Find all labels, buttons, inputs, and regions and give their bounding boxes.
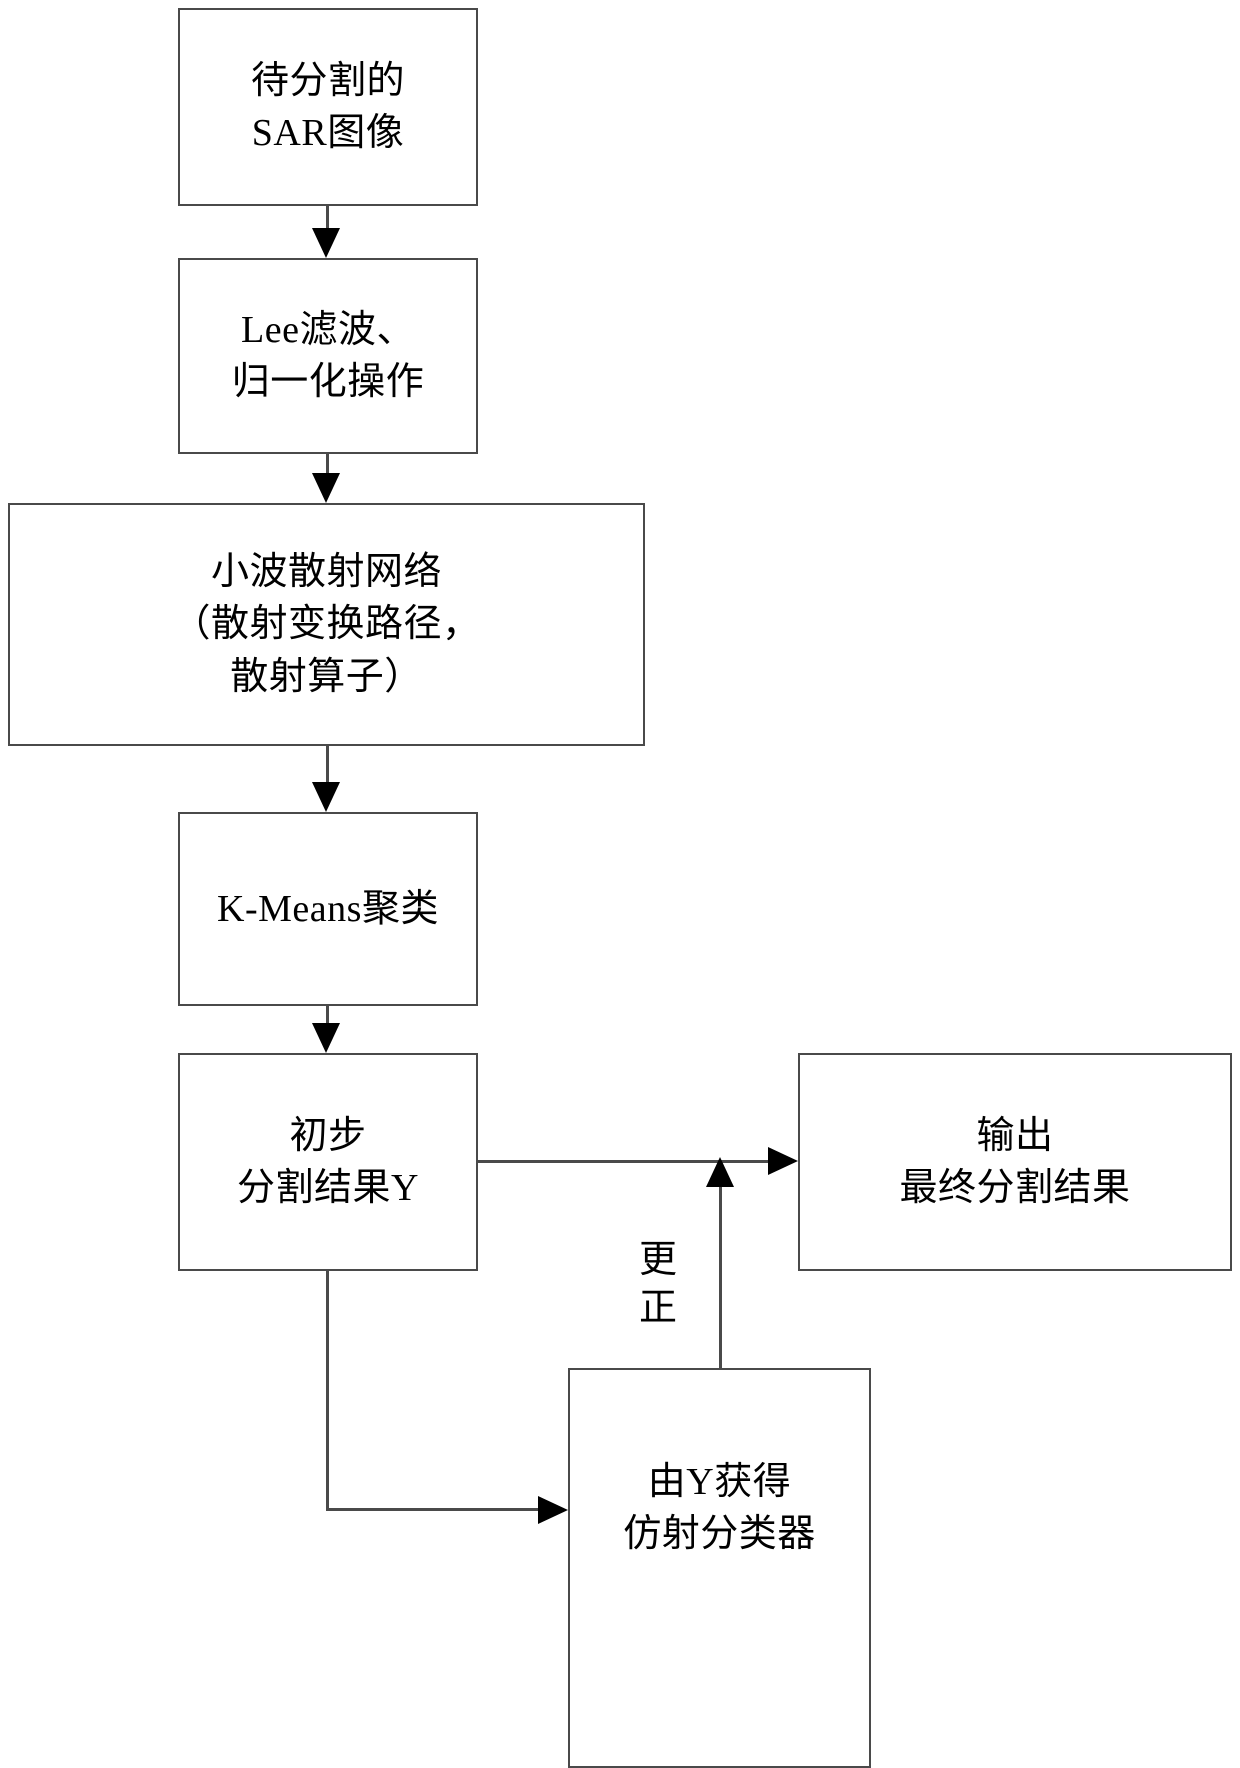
edge-input-to-preprocess-arrowhead xyxy=(312,228,340,258)
edge-initial-to-classifier-vertical xyxy=(326,1271,329,1511)
edge-kmeans-to-initial-line xyxy=(326,1006,329,1026)
edge-classifier-to-output-line xyxy=(719,1185,722,1369)
node-input-label: 待分割的 SAR图像 xyxy=(250,59,405,154)
node-output-final-result[interactable]: 输出 最终分割结果 xyxy=(798,1053,1232,1271)
node-input-sar-image[interactable]: 待分割的 SAR图像 xyxy=(178,8,478,206)
edge-scatternet-to-kmeans-line xyxy=(326,746,329,783)
node-initial-label: 初步 分割结果Y xyxy=(237,1114,419,1209)
node-preprocess-lee-filter[interactable]: Lee滤波、 归一化操作 xyxy=(178,258,478,454)
edge-initial-to-classifier-arrowhead xyxy=(538,1496,568,1524)
node-output-label: 输出 最终分割结果 xyxy=(899,1114,1131,1209)
edge-classifier-to-output-arrowhead xyxy=(706,1157,734,1187)
edge-label-correct: 更 正 xyxy=(638,1239,677,1329)
node-preprocess-label: Lee滤波、 归一化操作 xyxy=(231,308,425,403)
edge-initial-to-output-line xyxy=(478,1160,768,1163)
edge-input-to-preprocess-line xyxy=(326,206,329,238)
node-initial-segmentation-result[interactable]: 初步 分割结果Y xyxy=(178,1053,478,1271)
node-wavelet-scattering-network[interactable]: 小波散射网络 （散射变换路径， 散射算子） xyxy=(8,503,645,746)
node-kmeans-clustering[interactable]: K-Means聚类 xyxy=(178,812,478,1006)
edge-preprocess-to-scatternet-arrowhead xyxy=(312,473,340,503)
node-scatternet-label: 小波散射网络 （散射变换路径， 散射算子） xyxy=(172,550,481,698)
node-classifier-label: 由Y获得 仿射分类器 xyxy=(623,1460,816,1555)
node-affine-classifier[interactable]: 由Y获得 仿射分类器 xyxy=(568,1368,871,1768)
edge-scatternet-to-kmeans-arrowhead xyxy=(312,782,340,812)
edge-kmeans-to-initial-arrowhead xyxy=(312,1023,340,1053)
node-kmeans-label: K-Means聚类 xyxy=(217,887,439,930)
edge-preprocess-to-scatternet-line xyxy=(326,454,329,482)
edge-initial-to-classifier-horizontal xyxy=(326,1508,538,1511)
edge-initial-to-output-arrowhead xyxy=(768,1147,798,1175)
